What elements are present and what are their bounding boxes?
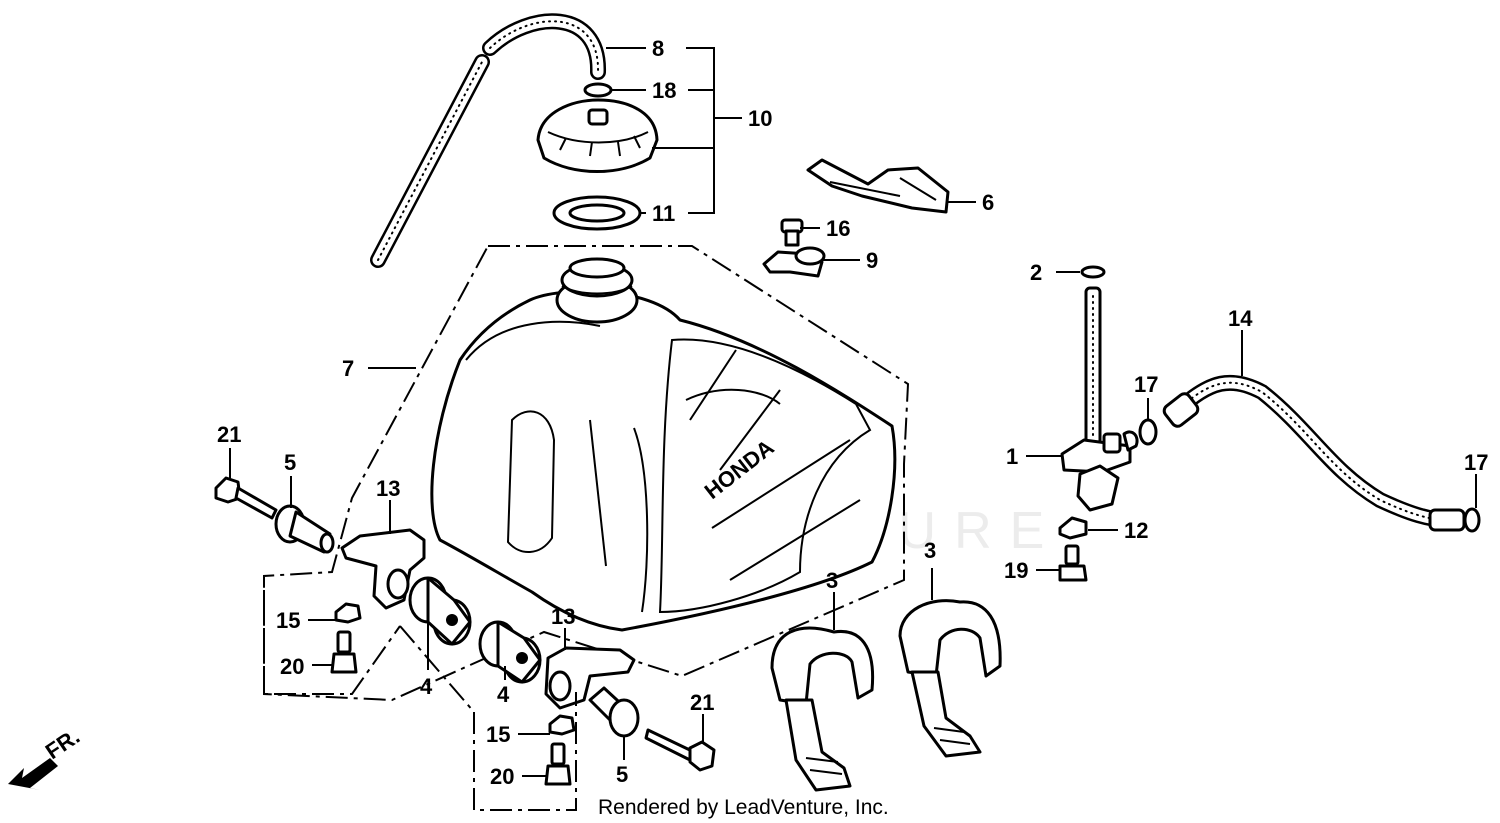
mount-nut-right[interactable] (548, 714, 576, 736)
fuel-tank[interactable] (430, 289, 897, 632)
mount-bolt-lower-right[interactable] (544, 742, 572, 786)
callout-11: 11 (652, 201, 675, 226)
mount-nut-left[interactable] (334, 602, 362, 624)
callout-16: 16 (826, 216, 850, 241)
callout-12: 12 (1124, 518, 1148, 543)
valve-screw[interactable] (1058, 516, 1088, 540)
callout-1: 1 (1006, 444, 1018, 469)
fuel-valve[interactable] (1060, 286, 1139, 512)
callout-10: 10 (748, 106, 772, 131)
callout-19: 19 (1004, 558, 1028, 583)
tank-strap-right[interactable] (898, 599, 1002, 758)
callout-8: 8 (652, 36, 664, 61)
mount-stay-right[interactable] (544, 646, 636, 710)
left-mount-outline (263, 590, 401, 695)
callout-18: 18 (652, 78, 676, 103)
leader-lines (229, 47, 1477, 777)
callout-14: 14 (1228, 306, 1253, 331)
hose-clip-end[interactable] (1463, 507, 1481, 533)
mount-rubber-left[interactable] (408, 576, 472, 646)
callout-15-left: 15 (276, 608, 300, 633)
fuel-cap[interactable] (536, 98, 659, 173)
callout-3-right: 3 (924, 538, 936, 563)
callout-6: 6 (982, 190, 994, 215)
breather-tube[interactable] (370, 13, 607, 268)
valve-washer[interactable] (1080, 265, 1106, 279)
callout-9: 9 (866, 248, 878, 273)
callout-20-right: 20 (490, 764, 514, 789)
footer-credit: Rendered by LeadVenture, Inc. (598, 796, 889, 819)
callout-17-end: 17 (1464, 450, 1488, 475)
callout-21-right: 21 (690, 690, 714, 715)
mount-link-outline (399, 625, 475, 713)
callout-4-right: 4 (497, 682, 510, 707)
tank-assembly-outline (263, 245, 910, 702)
breather-valve[interactable] (583, 82, 613, 98)
callout-3-left: 3 (826, 568, 838, 593)
callout-5-left: 5 (284, 450, 296, 475)
bracket-bolt[interactable] (780, 218, 804, 247)
mount-bolt-lower-left[interactable] (330, 630, 358, 674)
mount-collar-left[interactable] (274, 504, 335, 554)
callout-7: 7 (342, 356, 354, 381)
valve-bolt[interactable] (1058, 544, 1088, 582)
bracket-clip[interactable] (762, 246, 826, 278)
tank-strap-left[interactable] (770, 626, 875, 792)
front-arrow-icon (8, 758, 58, 790)
fuel-hose[interactable] (1162, 374, 1466, 532)
callout-5-right: 5 (616, 762, 628, 787)
mount-collar-right[interactable] (588, 686, 640, 738)
tank-filler-neck[interactable] (555, 257, 639, 324)
callout-13-left: 13 (376, 476, 400, 501)
callout-4-left: 4 (420, 674, 433, 699)
callout-21-left: 21 (217, 422, 241, 447)
callout-20-left: 20 (280, 654, 304, 679)
seat-bracket[interactable] (806, 158, 950, 214)
callout-13-right: 13 (551, 604, 575, 629)
cap-gasket[interactable] (552, 195, 642, 231)
hose-clip-valve[interactable] (1138, 418, 1158, 446)
front-direction-label: FR. (41, 724, 84, 765)
right-mount-outline (473, 692, 577, 811)
mount-stay-left[interactable] (340, 528, 426, 610)
mount-bolt-left[interactable] (214, 476, 278, 520)
callout-15-right: 15 (486, 722, 510, 747)
mount-rubber-right[interactable] (478, 620, 542, 684)
callout-2: 2 (1030, 260, 1042, 285)
callout-17-valve: 17 (1134, 372, 1158, 397)
